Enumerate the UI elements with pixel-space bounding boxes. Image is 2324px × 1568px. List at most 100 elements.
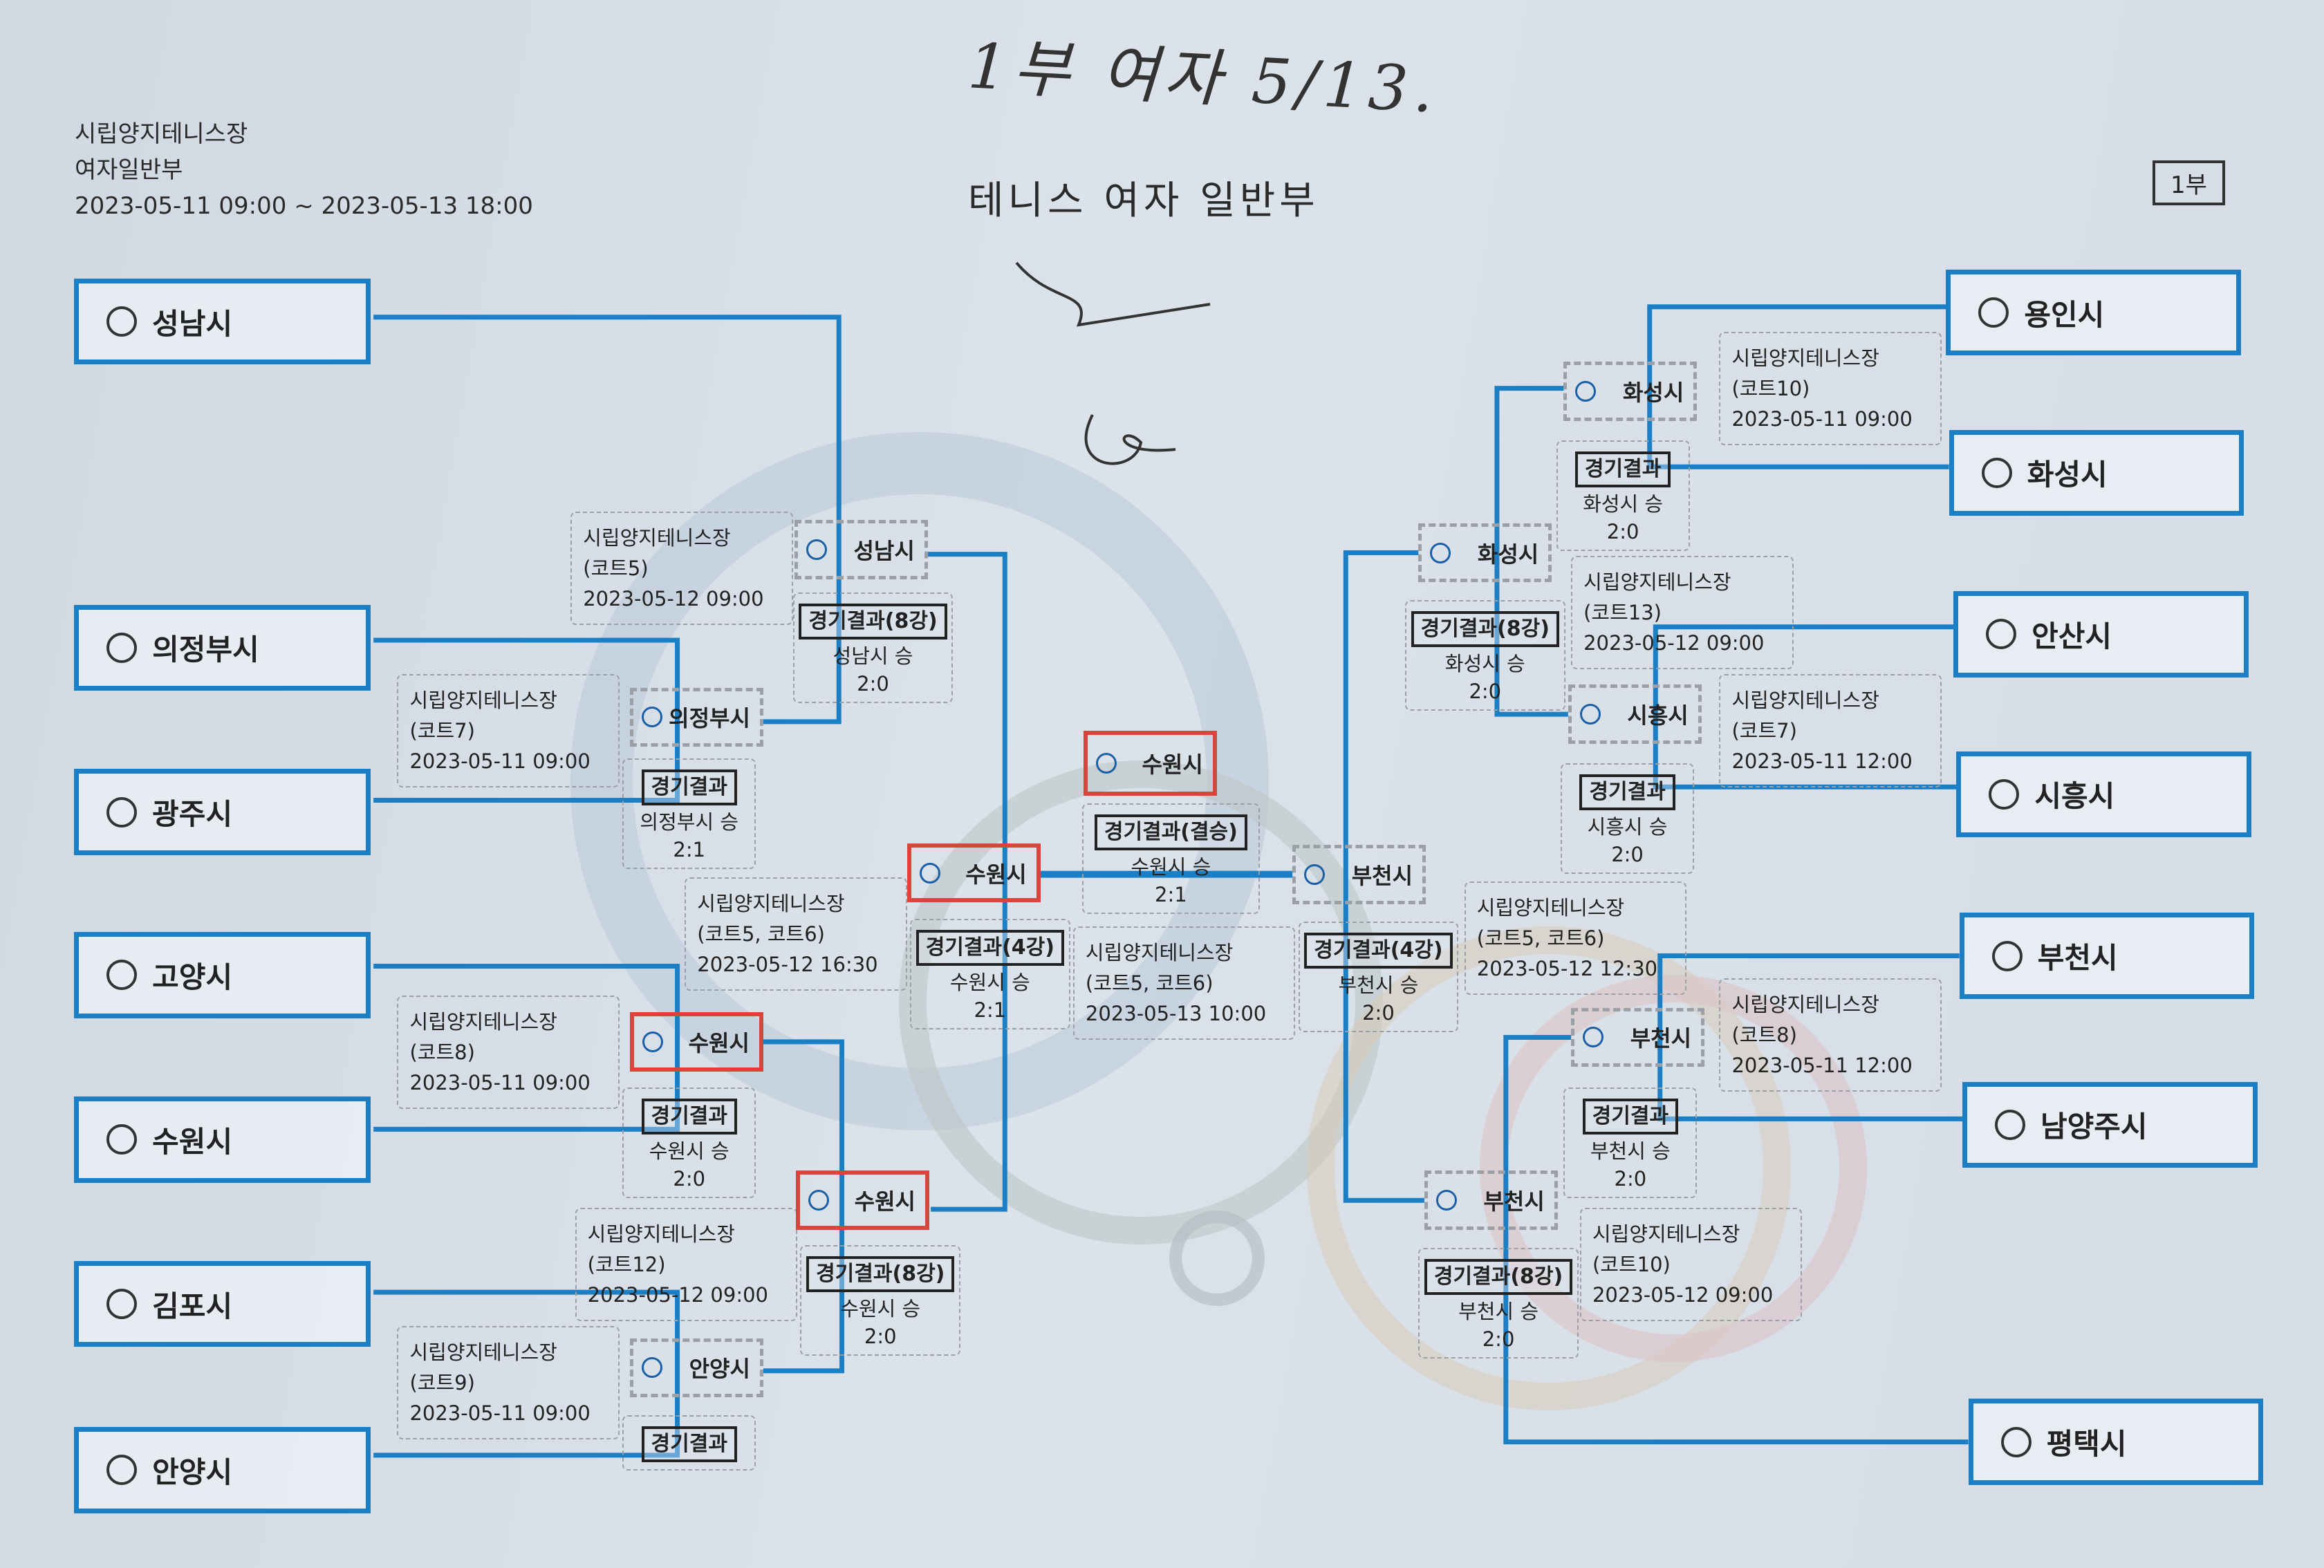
team-name: 화성시 [2027, 458, 2108, 492]
team-name: 시흥시 [2034, 779, 2115, 814]
venue-text: 시립양지테니스장 [409, 1341, 557, 1365]
bracket-slot: 수원시 [796, 1170, 929, 1231]
team-box-left: 수원시 [74, 1096, 371, 1183]
winner-text: 부천시 승 [1458, 1299, 1539, 1323]
score-text: 2:0 [1614, 1167, 1647, 1191]
result-label: 경기결과 [1582, 1099, 1679, 1135]
city-logo-icon [1991, 940, 2023, 971]
score-text: 2:0 [857, 672, 889, 696]
court-text: (코트5, 코트6) [697, 922, 825, 946]
slot-team-name: 성남시 [853, 538, 915, 565]
court-text: (코트8) [1731, 1023, 1797, 1047]
city-logo-icon [1430, 542, 1451, 563]
slot-team-name: 의정부시 [669, 705, 750, 732]
city-logo-icon [1095, 752, 1117, 774]
header-info: 시립양지테니스장 여자일반부 2023-05-11 09:00 ~ 2023-0… [75, 116, 533, 224]
winner-text: 수원시 승 [1131, 855, 1211, 879]
city-logo-icon [1579, 704, 1601, 725]
winner-text: 의정부시 승 [640, 810, 739, 834]
team-name: 고양시 [152, 960, 233, 994]
slot-team-name: 수원시 [965, 861, 1027, 888]
team-name: 부천시 [2037, 941, 2118, 976]
datetime-text: 2023-05-11 09:00 [409, 749, 591, 774]
bracket-slot: 성남시 [794, 520, 928, 580]
result-label: 경기결과(4강) [1304, 933, 1453, 969]
city-logo-icon [1978, 297, 2009, 328]
bracket-slot: 화성시 [1418, 523, 1552, 583]
datetime-text: 2023-05-11 12:00 [1731, 1053, 1913, 1077]
court-text: (코트10) [1592, 1252, 1671, 1276]
venue-text: 시립양지테니스장 [583, 525, 731, 550]
city-logo-icon [642, 1031, 663, 1052]
datetime-text: 2023-05-12 09:00 [1592, 1282, 1774, 1307]
bracket-connector-line [373, 1289, 680, 1458]
city-logo-icon [1986, 619, 2017, 650]
team-name: 평택시 [2046, 1427, 2127, 1462]
slot-team-name: 수원시 [688, 1029, 750, 1056]
team-box-left: 의정부시 [74, 604, 371, 691]
bracket-connector-line [763, 1039, 845, 1374]
city-logo-icon [1994, 1109, 2025, 1140]
team-box-left: 고양시 [74, 932, 371, 1018]
match-schedule: 시립양지테니스장(코트9)2023-05-11 09:00 [397, 1326, 620, 1440]
datetime-text: 2023-05-12 09:00 [587, 1282, 768, 1307]
match-result: 경기결과(8강) 성남시 승 2:0 [792, 592, 954, 704]
winner-text: 수원시 승 [840, 1296, 921, 1320]
venue-text: 시립양지테니스장 [1731, 346, 1879, 371]
bracket-connector-line [373, 637, 680, 803]
venue-text: 시립양지테니스장 [697, 891, 845, 915]
result-label: 경기결과 [641, 769, 737, 806]
venue-text: 시립양지테니스장 [1476, 896, 1625, 920]
city-logo-icon [806, 539, 827, 561]
court-text: (코트9) [409, 1371, 475, 1395]
team-name: 안양시 [152, 1455, 233, 1489]
result-label: 경기결과(4강) [915, 929, 1064, 966]
score-text: 2:0 [1606, 519, 1639, 543]
city-logo-icon [106, 632, 138, 663]
score-text: 2:0 [1611, 842, 1644, 866]
datetime-text: 2023-05-12 12:30 [1476, 957, 1658, 981]
winner-text: 수원시 승 [649, 1139, 729, 1164]
match-schedule: 시립양지테니스장(코트8)2023-05-11 12:00 [1719, 978, 1942, 1092]
city-logo-icon [106, 796, 138, 828]
result-label: 경기결과 [641, 1426, 737, 1463]
result-label: 경기결과(8강) [806, 1256, 955, 1292]
datetime-text: 2023-05-11 09:00 [1731, 407, 1913, 431]
winner-text: 성남시 승 [833, 644, 913, 669]
city-logo-icon [1989, 778, 2020, 810]
slot-team-name: 수원시 [854, 1188, 915, 1215]
city-logo-icon [106, 1289, 138, 1320]
court-text: (코트7) [1731, 719, 1797, 743]
venue-text: 시립양지테니스장 [587, 1222, 736, 1246]
venue-text: 시립양지테니스장 [1592, 1222, 1740, 1246]
division-label: 여자일반부 [75, 156, 183, 184]
bracket-slot: 시흥시 [1568, 684, 1702, 745]
score-text: 2:1 [1155, 882, 1187, 906]
court-text: (코트8) [409, 1040, 475, 1065]
court-text: (코트5, 코트6) [1085, 971, 1214, 995]
venue-text: 시립양지테니스장 [409, 1010, 557, 1034]
result-label: 경기결과(8강) [799, 604, 947, 640]
team-box-left: 성남시 [74, 278, 371, 365]
team-name: 수원시 [152, 1124, 233, 1159]
team-box-right: 시흥시 [1956, 751, 2251, 838]
bracket-slot: 부천시 [1292, 844, 1426, 904]
result-label: 경기결과(결승) [1094, 814, 1247, 850]
match-schedule: 시립양지테니스장(코트10)2023-05-11 09:00 [1719, 332, 1942, 446]
city-logo-icon [106, 960, 138, 991]
team-box-right: 화성시 [1949, 429, 2244, 516]
result-label: 경기결과(8강) [1424, 1258, 1573, 1295]
slot-team-name: 부천시 [1630, 1025, 1692, 1052]
city-logo-icon [106, 306, 138, 337]
bracket-connector-line [373, 964, 680, 1132]
team-name: 남양주시 [2040, 1110, 2148, 1144]
score-text: 2:0 [1469, 680, 1502, 704]
team-name: 용인시 [2024, 297, 2105, 332]
city-logo-icon [1304, 864, 1326, 885]
bracket-connector-line [1494, 386, 1568, 717]
slot-team-name: 화성시 [1477, 541, 1539, 568]
score-text: 2:1 [673, 838, 706, 862]
